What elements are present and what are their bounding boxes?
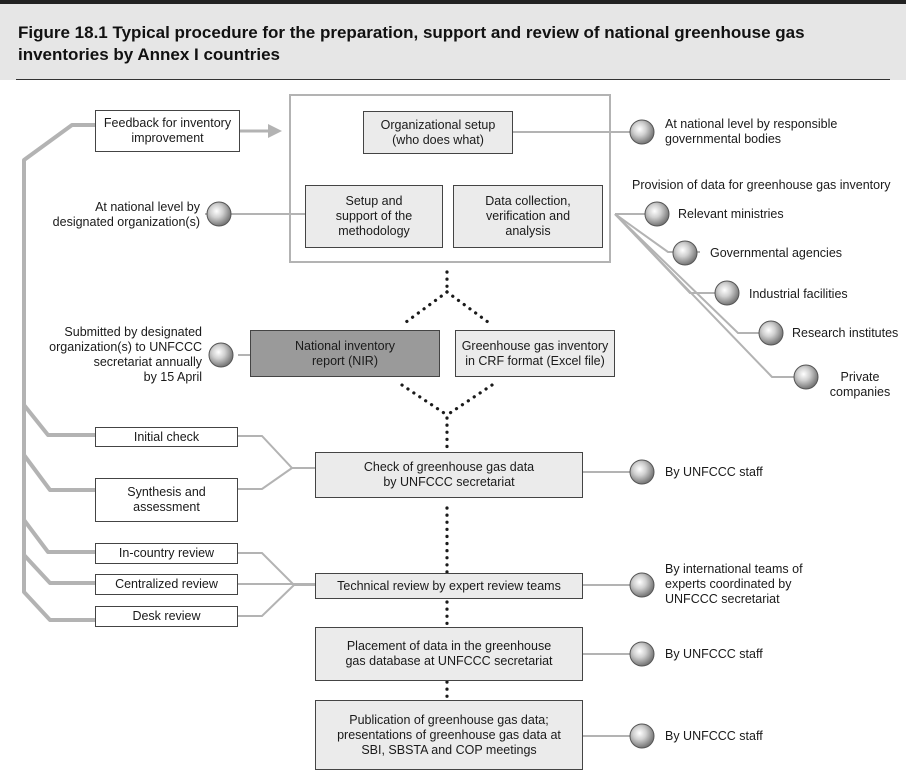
label-provision: Provision of data for greenhouse gas inv… [632,178,891,192]
label-national-level-bodies: At national level by responsible governm… [665,117,838,146]
label-staff-check: By UNFCCC staff [665,465,763,479]
check-ghg-box: Check of greenhouse gas data by UNFCCC s… [315,452,583,498]
organizational-setup-box: Organizational setup (who does what) [363,111,513,154]
ball-icon [672,240,698,266]
ball-icon [206,201,232,227]
dotted-flow [400,270,494,702]
feedback-arrow [240,124,282,138]
label-agencies: Governmental agencies [710,246,843,260]
publication-box: Publication of greenhouse gas data; pres… [315,700,583,770]
data-collection-box: Data collection, verification and analys… [453,185,603,248]
label-national-level-org: At national level by designated organiza… [52,200,200,229]
crf-box: Greenhouse gas inventory in CRF format (… [455,330,615,377]
feedback-box: Feedback for inventory improvement [95,110,240,152]
label-submitted: Submitted by designated organization(s) … [49,325,202,384]
ball-icon [644,201,670,227]
ball-icon [629,723,655,749]
figure-title-band: Figure 18.1 Typical procedure for the pr… [0,0,906,80]
ball-icon [629,572,655,598]
title-rule [16,79,890,80]
ball-icon [793,364,819,390]
nir-box: National inventory report (NIR) [250,330,440,377]
node-markers [206,119,819,749]
label-staff-publication: By UNFCCC staff [665,729,763,743]
ball-icon [629,119,655,145]
connector-lines [205,131,796,737]
in-country-review-box: In-country review [95,543,238,564]
ball-icon [629,641,655,667]
figure-title: Figure 18.1 Typical procedure for the pr… [18,23,805,64]
placement-box: Placement of data in the greenhouse gas … [315,627,583,681]
centralized-review-box: Centralized review [95,574,238,595]
synthesis-box: Synthesis and assessment [95,478,238,522]
ball-icon [714,280,740,306]
label-ministries: Relevant ministries [678,207,784,221]
label-industrial: Industrial facilities [749,287,848,301]
initial-check-box: Initial check [95,427,238,447]
label-private: Private companies [829,370,891,399]
ball-icon [629,459,655,485]
ball-icon [758,320,784,346]
ball-icon [208,342,234,368]
label-staff-placement: By UNFCCC staff [665,647,763,661]
organizational-frame [289,94,611,263]
label-international-teams: By international teams of experts coordi… [665,562,803,606]
technical-review-box: Technical review by expert review teams [315,573,583,599]
label-research: Research institutes [792,326,899,340]
desk-review-box: Desk review [95,606,238,627]
feedback-loop-line [22,123,95,622]
methodology-box: Setup and support of the methodology [305,185,443,248]
